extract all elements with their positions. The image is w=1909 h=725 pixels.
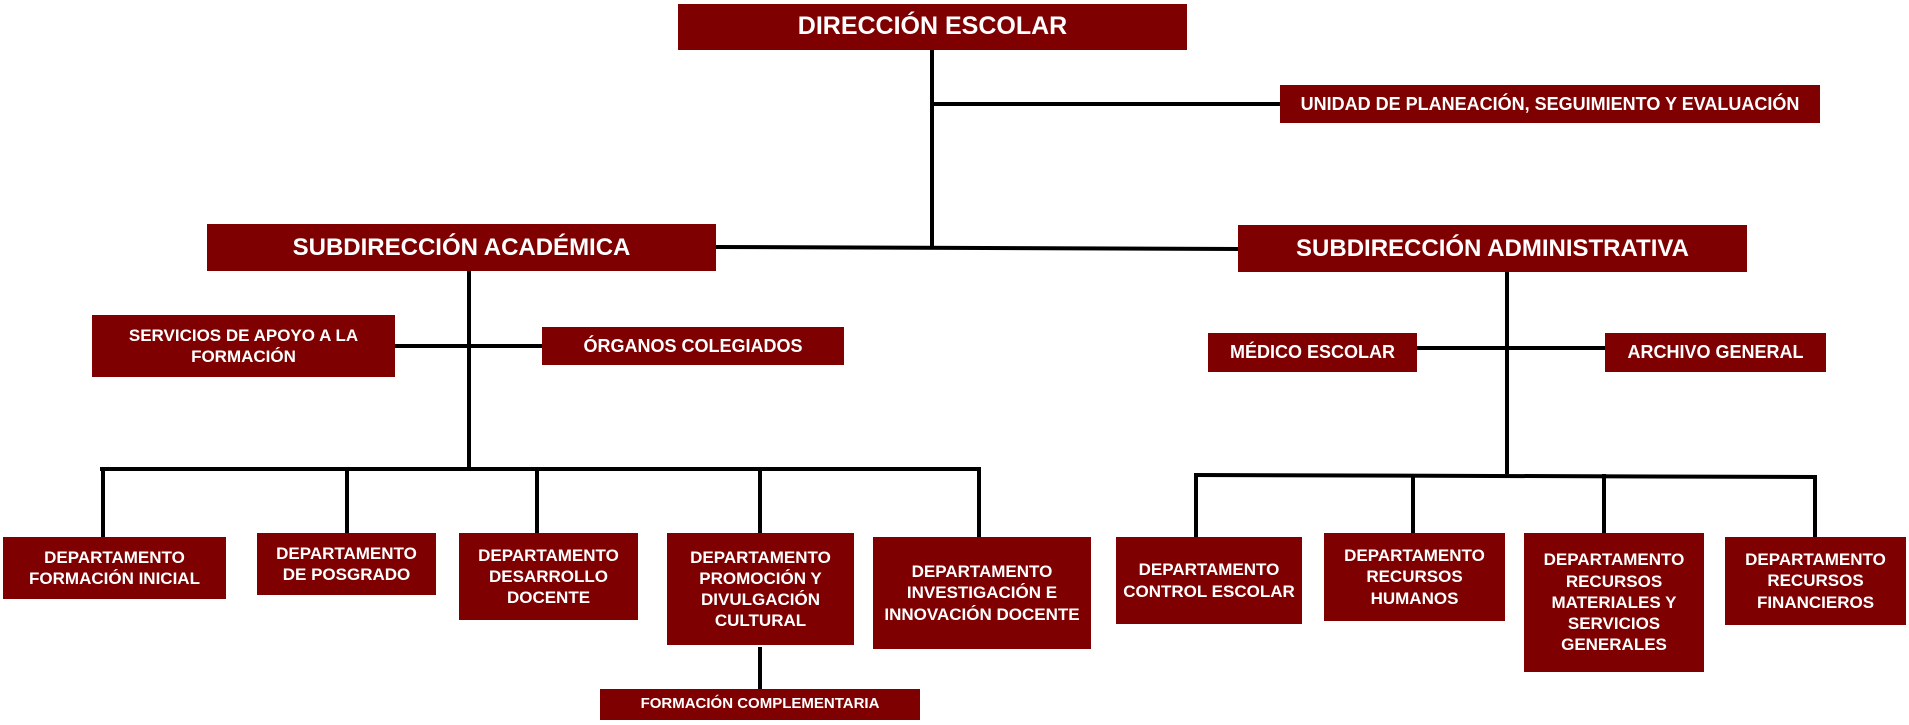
dept-recursos-financieros-box: DEPARTAMENTO RECURSOS FINANCIEROS: [1725, 537, 1906, 625]
servicios-apoyo-box: SERVICIOS DE APOYO A LA FORMACIÓN: [92, 315, 395, 377]
dept-posgrado-box: DEPARTAMENTO DE POSGRADO: [257, 533, 436, 595]
unidad-planeacion-box: UNIDAD DE PLANEACIÓN, SEGUIMIENTO Y EVAL…: [1280, 85, 1820, 123]
formacion-complementaria-box: FORMACIÓN COMPLEMENTARIA: [600, 689, 920, 720]
dept-investigacion-box: DEPARTAMENTO INVESTIGACIÓN E INNOVACIÓN …: [873, 537, 1091, 649]
dept-promocion-cultural-box: DEPARTAMENTO PROMOCIÓN Y DIVULGACIÓN CUL…: [667, 533, 854, 645]
medico-escolar-box: MÉDICO ESCOLAR: [1208, 333, 1417, 372]
dept-recursos-humanos-box: DEPARTAMENTO RECURSOS HUMANOS: [1324, 533, 1505, 621]
connector-administrativa-bus: [1193, 472, 1818, 480]
dept-control-escolar-box: DEPARTAMENTO CONTROL ESCOLAR: [1116, 537, 1302, 624]
connector-subdirecciones: [713, 244, 1241, 252]
direccion-escolar-box: DIRECCIÓN ESCOLAR: [678, 4, 1187, 50]
dept-desarrollo-docente-box: DEPARTAMENTO DESARROLLO DOCENTE: [459, 533, 638, 620]
archivo-general-box: ARCHIVO GENERAL: [1605, 333, 1826, 372]
subdireccion-administrativa-box: SUBDIRECCIÓN ADMINISTRATIVA: [1238, 225, 1747, 272]
dept-formacion-inicial-box: DEPARTAMENTO FORMACIÓN INICIAL: [3, 537, 226, 599]
dept-recursos-materiales-box: DEPARTAMENTO RECURSOS MATERIALES Y SERVI…: [1524, 533, 1704, 672]
organos-colegiados-box: ÓRGANOS COLEGIADOS: [542, 327, 844, 365]
subdireccion-academica-box: SUBDIRECCIÓN ACADÉMICA: [207, 224, 716, 271]
